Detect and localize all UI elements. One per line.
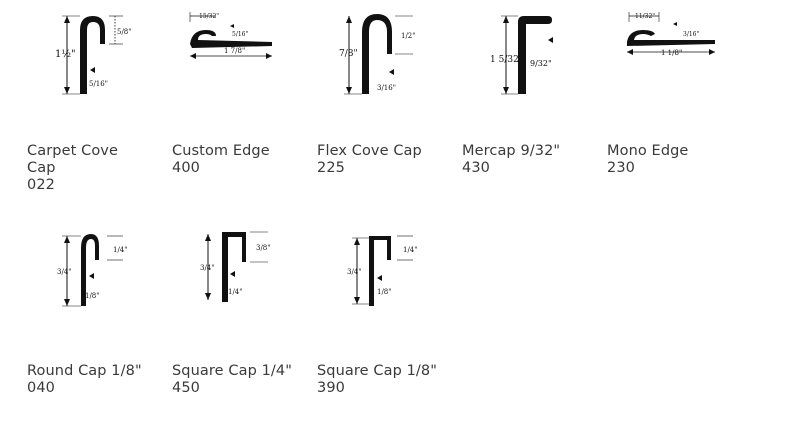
product-code: 430: [462, 160, 490, 176]
product-name[interactable]: Square Cap 1/8": [317, 363, 437, 379]
thickness-label: 1/8": [377, 288, 392, 296]
product-name[interactable]: Round Cap 1/8": [27, 363, 142, 379]
product-card-mercap[interactable]: 1 5/32" 9/32" Mercap 9/32" 430: [462, 8, 602, 208]
carpet-cove-cap-profile-diagram: 1½" 5/8" 5/16": [55, 15, 132, 95]
product-caption[interactable]: Mercap 9/32" 430: [462, 143, 602, 177]
height-label: 1½": [55, 49, 76, 60]
round-cap-profile-diagram: 3/4" 1/4" 1/8": [57, 234, 128, 307]
width-label: 1 1/8": [661, 49, 682, 57]
product-card-flex-cove-cap[interactable]: 7/8" 1/2" 3/16" Flex Cove Cap 225: [317, 8, 457, 208]
thickness-label: 5/16": [232, 31, 248, 38]
height-label: 3/4": [347, 268, 362, 276]
product-name[interactable]: Mercap 9/32": [462, 143, 561, 159]
product-caption[interactable]: Square Cap 1/8" 390: [317, 363, 457, 397]
height-label: 7/8": [339, 49, 358, 59]
top-label: 15/32": [199, 13, 219, 20]
product-card-custom-edge[interactable]: 15/32" 5/16" 1 7/8" Custom Edge 400: [172, 8, 312, 208]
square-cap-eighth-profile-diagram: 3/4" 1/4" 1/8": [347, 235, 418, 306]
product-card-carpet-cove-cap[interactable]: 1½" 5/8" 5/16" Carpet Cove Cap 022: [27, 8, 167, 208]
thickness-label: 1/8": [85, 292, 100, 300]
product-caption[interactable]: Carpet Cove Cap 022: [27, 143, 167, 194]
product-name[interactable]: Square Cap 1/4": [172, 363, 292, 379]
top-label: 1/4": [403, 246, 418, 254]
top-label: 11/32": [635, 13, 655, 20]
thickness-label: 3/16": [377, 84, 396, 92]
height-label: 1 5/32": [490, 55, 523, 65]
thickness-label: 3/16": [683, 31, 699, 38]
product-code: 225: [317, 160, 345, 176]
flex-cove-cap-profile-diagram: 7/8" 1/2" 3/16": [339, 14, 416, 95]
product-code: 022: [27, 177, 55, 193]
thickness-label: 9/32": [530, 59, 552, 68]
product-caption[interactable]: Mono Edge 230: [607, 143, 747, 177]
product-caption[interactable]: Round Cap 1/8" 040: [27, 363, 167, 397]
square-cap-quarter-profile-diagram: 3/4" 3/8" 1/4": [200, 231, 271, 302]
mercap-profile-diagram: 1 5/32" 9/32": [490, 15, 553, 95]
product-name[interactable]: Mono Edge: [607, 143, 689, 159]
product-caption[interactable]: Custom Edge 400: [172, 143, 312, 177]
product-name-continued[interactable]: Cap: [27, 160, 56, 176]
product-card-square-cap-quarter[interactable]: 3/4" 3/8" 1/4" Square Cap 1/4" 450: [172, 228, 312, 428]
custom-edge-profile-diagram: 15/32" 5/16" 1 7/8": [189, 12, 272, 59]
product-code: 230: [607, 160, 635, 176]
top-label: 1/2": [401, 32, 416, 40]
mono-edge-profile-diagram: 11/32" 3/16" 1 1/8": [627, 12, 715, 57]
product-name[interactable]: Carpet Cove: [27, 143, 118, 159]
top-label: 3/8": [256, 244, 271, 252]
product-code: 040: [27, 380, 55, 396]
product-card-mono-edge[interactable]: 11/32" 3/16" 1 1/8" Mono Edge 230: [607, 8, 747, 208]
thickness-label: 5/16": [89, 80, 108, 88]
product-caption[interactable]: Square Cap 1/4" 450: [172, 363, 312, 397]
product-name[interactable]: Flex Cove Cap: [317, 143, 422, 159]
product-card-round-cap[interactable]: 3/4" 1/4" 1/8" Round Cap 1/8" 040: [27, 228, 167, 428]
top-label: 5/8": [117, 28, 132, 36]
product-caption[interactable]: Flex Cove Cap 225: [317, 143, 457, 177]
product-name[interactable]: Custom Edge: [172, 143, 270, 159]
height-label: 3/4": [57, 268, 72, 276]
thickness-label: 1/4": [228, 288, 243, 296]
top-label: 1/4": [113, 246, 128, 254]
height-label: 3/4": [200, 264, 215, 272]
product-code: 400: [172, 160, 200, 176]
width-label: 1 7/8": [224, 47, 245, 55]
product-card-square-cap-eighth[interactable]: 3/4" 1/4" 1/8" Square Cap 1/8" 390: [317, 228, 457, 428]
product-code: 450: [172, 380, 200, 396]
product-code: 390: [317, 380, 345, 396]
